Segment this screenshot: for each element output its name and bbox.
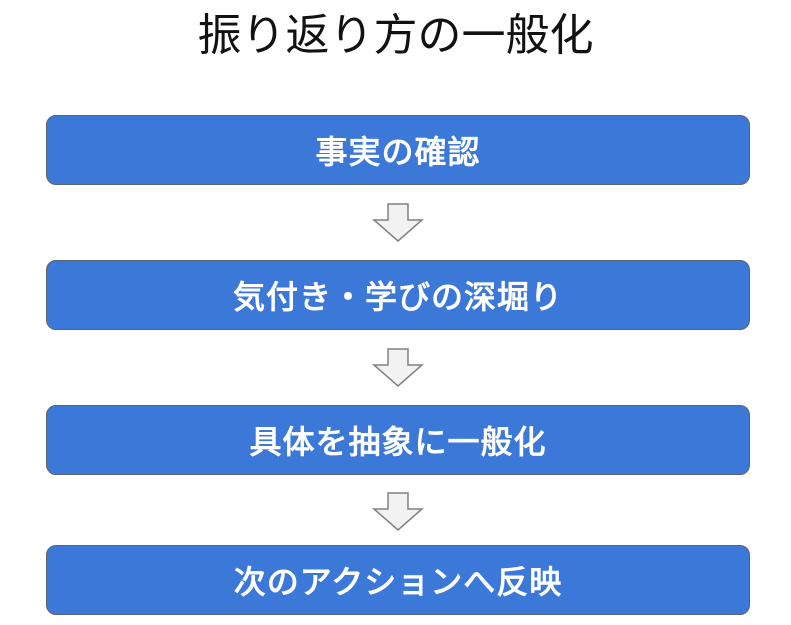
page-title: 振り返り方の一般化 (197, 10, 594, 61)
step-label: 気付き・学びの深堀り (232, 278, 563, 316)
down-arrow-icon (372, 492, 424, 531)
step-box-next-action: 次のアクションへ反映 (46, 545, 750, 615)
down-arrow-icon (372, 348, 424, 387)
step-box-fact-check: 事実の確認 (46, 115, 750, 185)
step-box-deep-dive: 気付き・学びの深堀り (46, 260, 750, 330)
down-arrow-icon (372, 203, 424, 242)
step-label: 具体を抽象に一般化 (249, 423, 547, 461)
step-label: 事実の確認 (315, 133, 481, 171)
step-label: 次のアクションへ反映 (233, 563, 563, 601)
step-box-generalize: 具体を抽象に一般化 (46, 405, 750, 475)
